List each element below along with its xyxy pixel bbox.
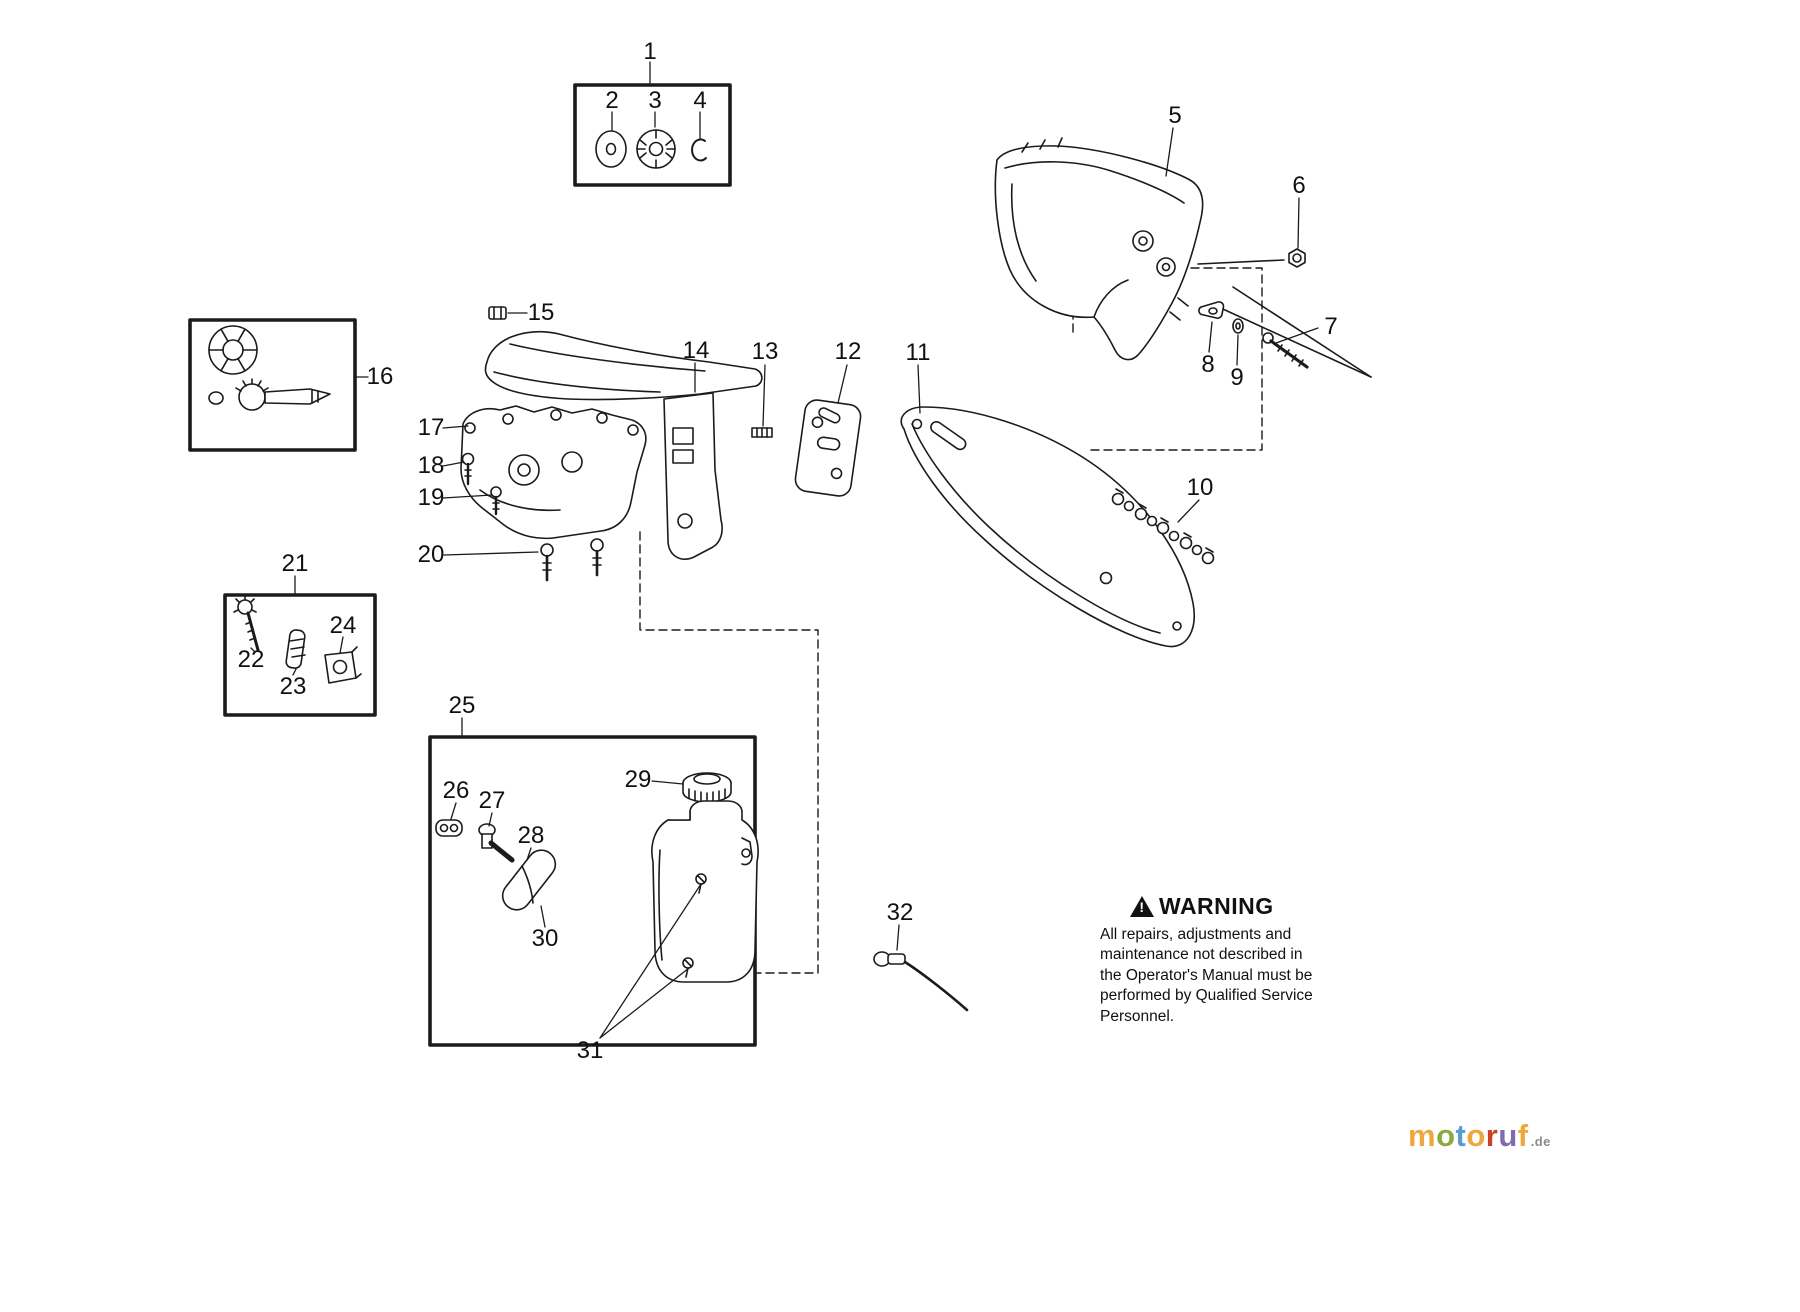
part-7-screw: [1211, 286, 1372, 378]
part-24-block: [324, 646, 362, 684]
logo-letter: o: [1436, 1118, 1456, 1153]
warning-line: Personnel.: [1100, 1007, 1175, 1025]
callout-19: 19: [417, 484, 445, 511]
callout-17: 17: [417, 414, 445, 441]
part-14-handle-housing: [484, 330, 763, 560]
callout-5: 5: [1168, 102, 1182, 129]
callout-26: 26: [442, 777, 470, 804]
warning-line: maintenance not described in: [1100, 946, 1303, 964]
callout-20: 20: [417, 541, 445, 568]
warning-block: ! WARNING All repairs, adjustments and m…: [1100, 893, 1370, 1027]
callout-15: 15: [527, 299, 555, 326]
part-fuel-tank: [651, 800, 759, 983]
warning-title: ! WARNING: [1130, 893, 1370, 920]
warning-line: performed by Qualified Service: [1100, 987, 1313, 1005]
callout-25: 25: [448, 692, 476, 719]
part-23-spring-cylinder: [285, 629, 306, 669]
callout-18: 18: [417, 452, 445, 479]
logo-letter: t: [1455, 1118, 1467, 1153]
part-18-screw: [461, 452, 475, 486]
callout-1: 1: [643, 38, 657, 65]
callout-3: 3: [648, 87, 662, 114]
logo-letter: o: [1466, 1118, 1486, 1153]
logo-suffix: .de: [1530, 1134, 1551, 1149]
part-22-adjuster-screw: [233, 595, 260, 652]
bolt-axis-line: [1197, 259, 1285, 265]
callout-30: 30: [531, 925, 559, 952]
callout-10: 10: [1186, 474, 1214, 501]
callout-16: 16: [366, 363, 394, 390]
motoruf-logo[interactable]: m o t o r u f .de: [1408, 1118, 1551, 1154]
part-2-washer: [595, 130, 627, 168]
part-5-housing: [994, 137, 1204, 361]
part-10-chain: [1111, 488, 1215, 565]
callout-31: 31: [576, 1037, 604, 1064]
warning-line: the Operator's Manual must be: [1100, 966, 1313, 984]
callout-28: 28: [517, 822, 545, 849]
logo-letter: m: [1408, 1118, 1437, 1153]
callout-9: 9: [1230, 364, 1244, 391]
part-3-clutch-drum: [636, 129, 676, 169]
part-13-stud: [751, 427, 773, 438]
callout-4: 4: [693, 87, 707, 114]
leader-lines: [250, 61, 1319, 1039]
part-16-clutch-drum-assembly: [208, 325, 331, 411]
part-17-crankcase: [460, 405, 647, 540]
warning-title-text: WARNING: [1159, 893, 1274, 919]
callout-11: 11: [905, 339, 931, 366]
callout-27: 27: [478, 787, 506, 814]
callout-6: 6: [1292, 172, 1306, 199]
callout-14: 14: [682, 337, 710, 364]
part-4-circlip: [691, 138, 707, 162]
callout-23: 23: [279, 673, 307, 700]
warning-line: All repairs, adjustments and: [1100, 926, 1292, 943]
part-15-nut: [488, 306, 507, 320]
callout-29: 29: [624, 766, 652, 793]
callout-32: 32: [886, 899, 914, 926]
logo-letter: u: [1498, 1118, 1518, 1153]
part-31-screws: [682, 873, 707, 978]
part-29-fuel-cap: [682, 772, 732, 804]
part-19-screw: [490, 486, 502, 516]
logo-letter: f: [1517, 1118, 1529, 1153]
callout-24: 24: [329, 612, 357, 639]
logo-letter: r: [1485, 1118, 1499, 1153]
callout-8: 8: [1201, 351, 1215, 378]
part-26-clamp: [435, 819, 463, 837]
part-20-screws: [540, 538, 604, 582]
warning-triangle-icon: !: [1130, 896, 1154, 917]
warning-body: All repairs, adjustments and maintenance…: [1100, 925, 1370, 1027]
part-8-clip: [1198, 301, 1225, 319]
callout-12: 12: [834, 338, 862, 365]
callout-22: 22: [237, 646, 265, 673]
callout-7: 7: [1324, 313, 1338, 340]
callout-13: 13: [751, 338, 779, 365]
part-28-grip-lever: [488, 840, 557, 911]
part-6-nut: [1288, 248, 1306, 268]
callout-2: 2: [605, 87, 619, 114]
part-9-washer: [1232, 318, 1244, 334]
part-32-fuel-line: [873, 951, 969, 1012]
callout-21: 21: [281, 550, 309, 577]
part-12-plate: [794, 399, 862, 497]
part-11-guide-bar: [900, 406, 1195, 648]
